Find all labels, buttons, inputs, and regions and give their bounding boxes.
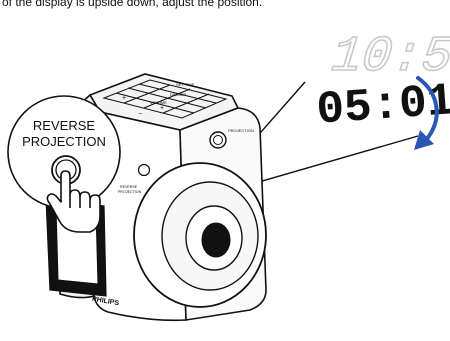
- brand-logo: PHILIPS: [91, 296, 119, 308]
- keypad-labels: VOLUME DIMMER SET TIME + + −: [122, 82, 195, 118]
- reversed-time: 05:01: [315, 75, 450, 137]
- alarm-label: SET TIME: [176, 82, 195, 87]
- faded-time: 10:50: [329, 29, 450, 86]
- projection-button[interactable]: [209, 131, 227, 149]
- callout-line-2: PROJECTION: [22, 134, 106, 149]
- dimmer-label: DIMMER: [170, 92, 186, 97]
- volume-label: VOLUME: [150, 100, 167, 105]
- reverse-projection-label-1: REVERSE: [120, 185, 138, 189]
- projection-label: PROJECTION: [228, 128, 254, 133]
- reverse-projection-button[interactable]: [137, 163, 151, 177]
- faded-projected-time: 10:50: [328, 28, 450, 86]
- minus-key[interactable]: −: [138, 111, 142, 118]
- callout-line-1: REVERSE: [33, 118, 95, 133]
- reverse-projection-callout: REVERSE PROJECTION: [7, 95, 121, 233]
- top-keypad[interactable]: [102, 79, 228, 119]
- callout-button[interactable]: [51, 155, 81, 185]
- pointing-hand-icon: [46, 170, 101, 233]
- reversed-projected-time: 05:01: [315, 75, 450, 137]
- projector-lens: [133, 162, 267, 308]
- plus-key-2[interactable]: +: [160, 105, 164, 112]
- header-text: of the display is upside down, adjust th…: [2, 0, 262, 9]
- plus-key-1[interactable]: +: [122, 95, 126, 102]
- reverse-projection-label-2: PROJECTION: [118, 190, 142, 194]
- rotate-arrow-icon: [414, 76, 439, 150]
